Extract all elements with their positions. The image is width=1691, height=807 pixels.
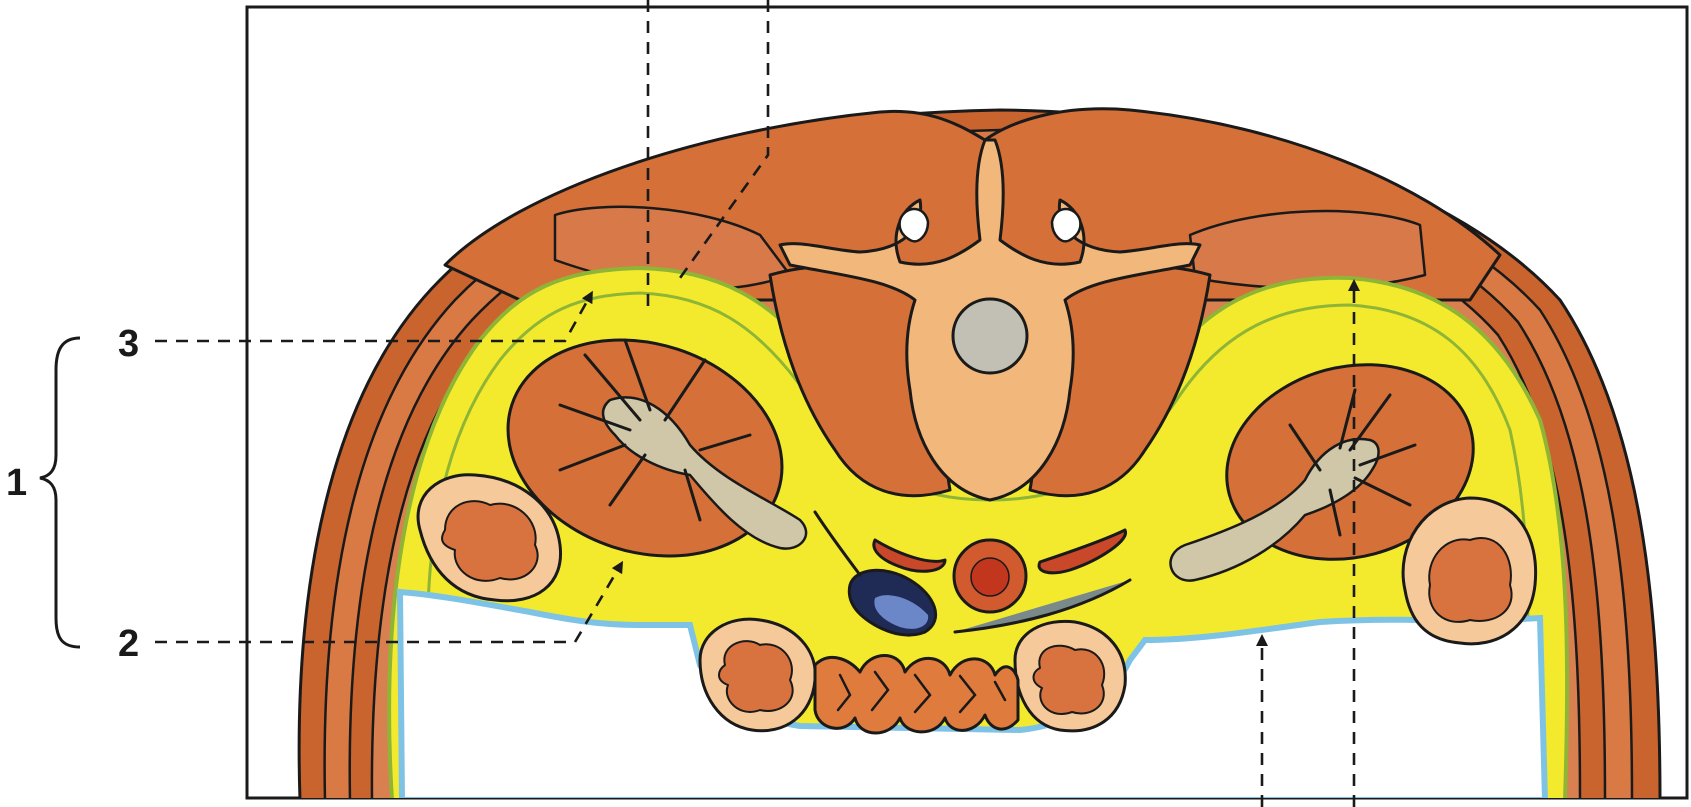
bracket-icon <box>40 338 80 647</box>
ascending-colon-lumen <box>1429 538 1511 622</box>
label-1: 1 <box>6 462 27 504</box>
label-2: 2 <box>118 623 139 665</box>
facet-left <box>900 209 928 241</box>
spinal-canal <box>953 299 1027 373</box>
aorta-lumen <box>971 558 1009 596</box>
facet-right <box>1052 209 1080 241</box>
small-intestine-right-lumen <box>1034 646 1105 714</box>
label-3: 3 <box>118 323 139 365</box>
erector-spinae-right <box>1190 211 1425 288</box>
small-intestine-left-lumen <box>719 641 793 712</box>
jejunum-loops <box>815 656 1018 734</box>
